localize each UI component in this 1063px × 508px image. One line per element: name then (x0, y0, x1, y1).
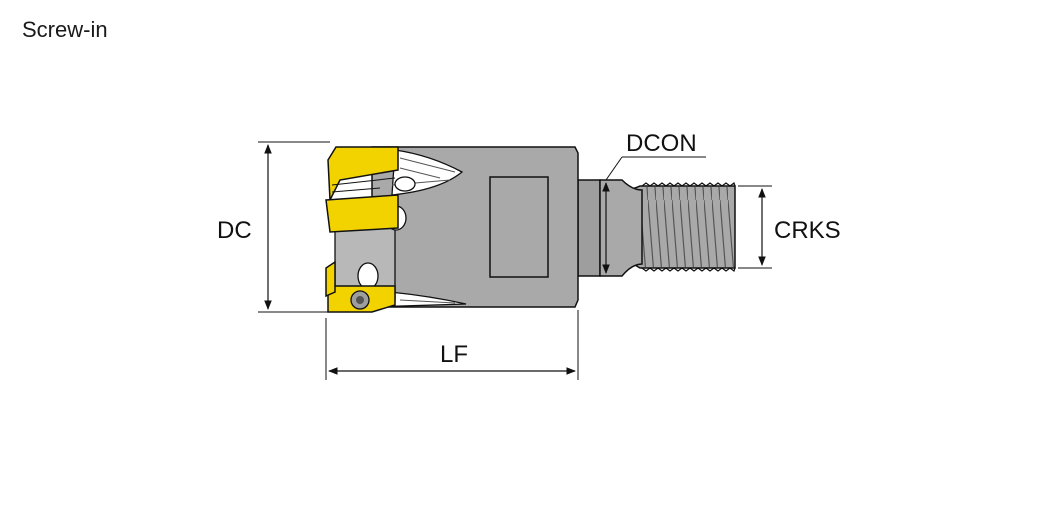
label-lf: LF (440, 341, 468, 368)
label-crks: CRKS (774, 217, 841, 244)
insert-middle (325, 194, 399, 233)
label-dc: DC (217, 217, 252, 244)
threaded-shank (629, 182, 736, 272)
flat-face (489, 176, 549, 278)
neck-collar (577, 179, 643, 277)
inserts (325, 146, 399, 313)
insert-side (325, 260, 336, 298)
page-title: Screw-in (22, 17, 108, 42)
dimension-lines (258, 141, 772, 380)
label-dcon: DCON (626, 130, 697, 157)
